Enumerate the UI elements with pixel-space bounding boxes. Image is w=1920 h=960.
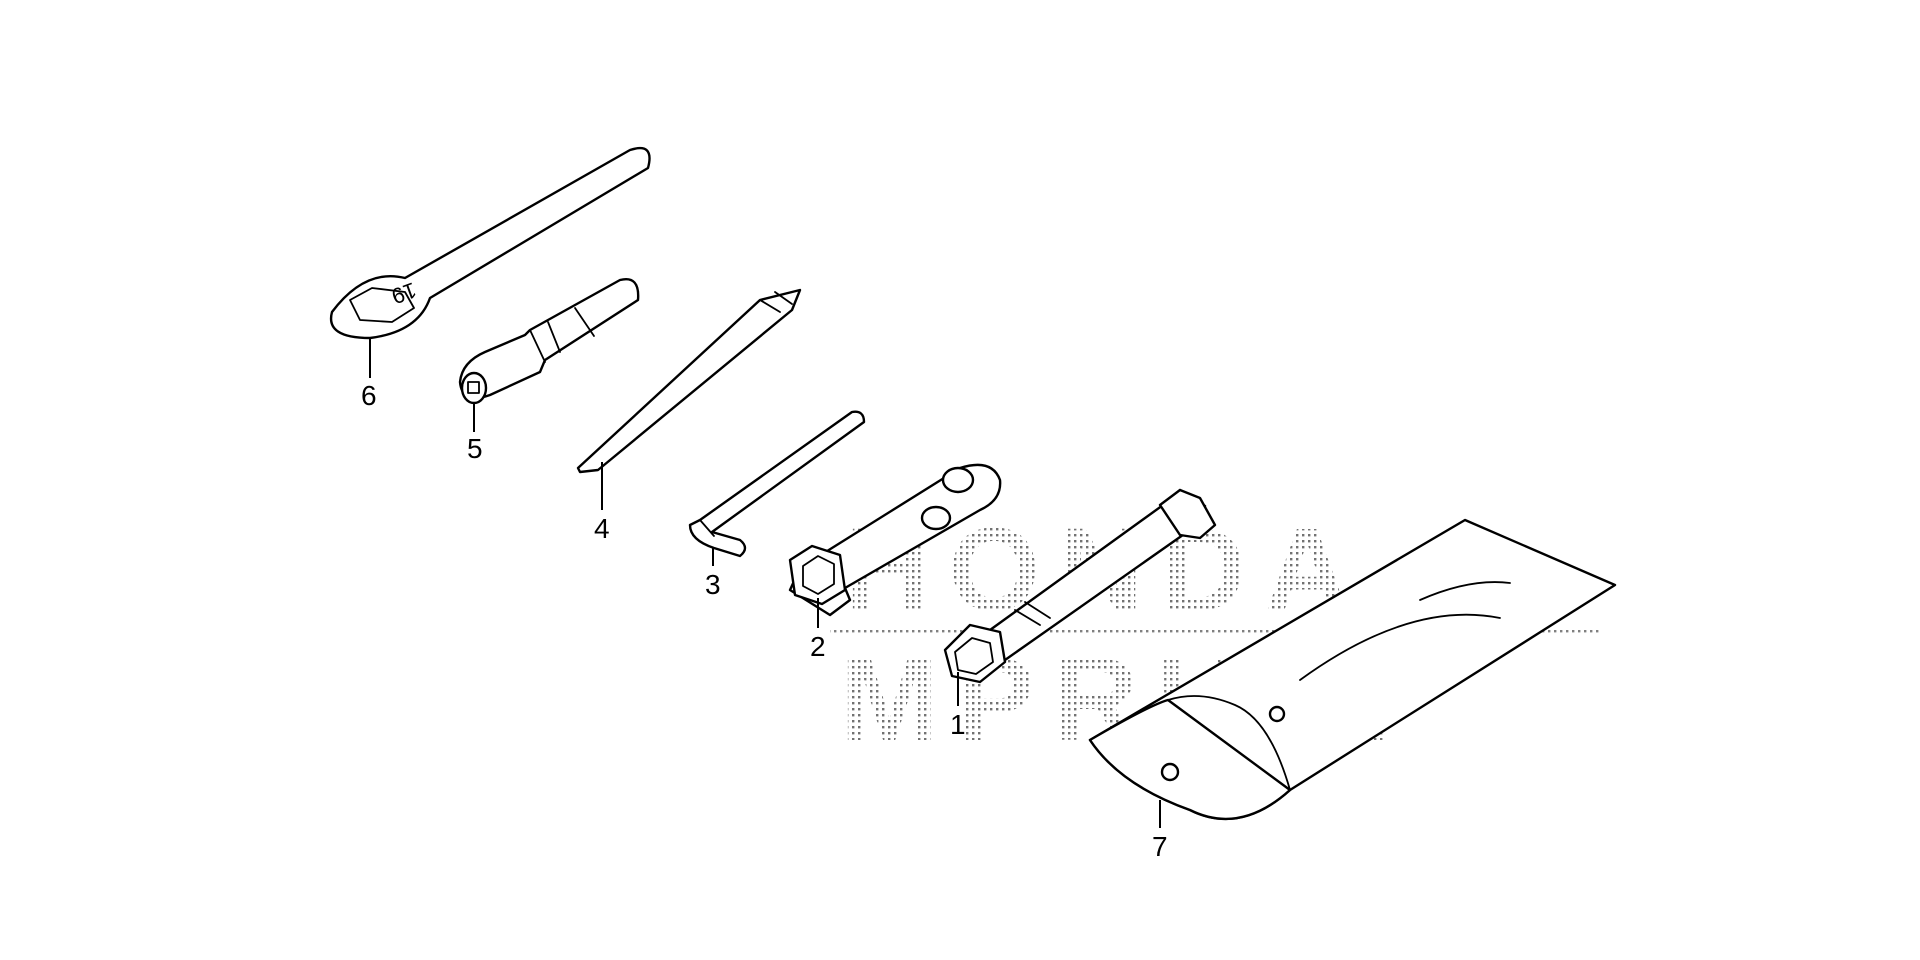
callout-6: 6 [361, 380, 377, 411]
callout-labels: 6 5 4 3 2 1 7 [361, 380, 1168, 862]
callout-2: 2 [810, 631, 826, 662]
hex-key [688, 410, 866, 558]
callout-5: 5 [467, 433, 483, 464]
screwdriver-bit [576, 288, 802, 474]
callout-4: 4 [594, 513, 610, 544]
callout-1: 1 [950, 709, 966, 740]
ring-wrench: 19 [329, 146, 651, 340]
socket-wrench [943, 488, 1217, 684]
callout-7: 7 [1152, 831, 1168, 862]
tool-bag [1088, 518, 1617, 821]
callout-3: 3 [705, 569, 721, 600]
screwdriver-handle [458, 278, 640, 405]
watermark-dotted-rules [830, 630, 1600, 636]
leader-lines [369, 337, 1161, 828]
plug-wrench [788, 463, 1002, 617]
